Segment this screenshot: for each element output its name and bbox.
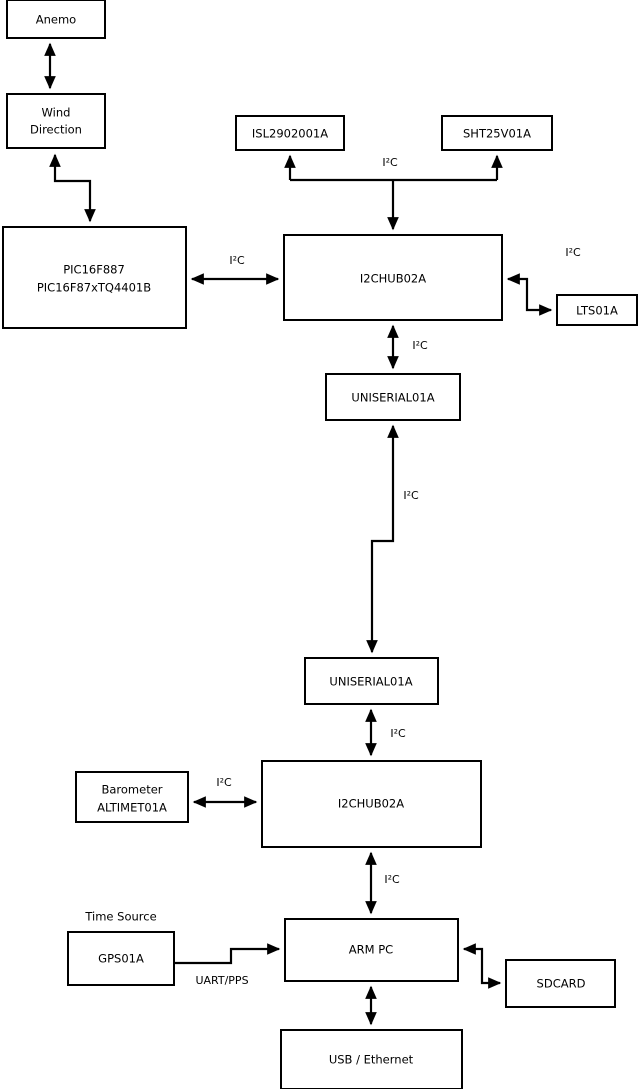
node-isl2902001a-label: ISL2902001A [252, 127, 328, 141]
node-barometer-label-line2: ALTIMET01A [97, 801, 167, 815]
node-pic16f887[interactable]: PIC16F887 PIC16F87xTQ4401B [2, 226, 187, 329]
node-wind-direction-label-line1: Wind [42, 106, 71, 120]
edge-label-i2c-uniserial-hub: I²C [390, 727, 406, 740]
edge-label-i2c-pic-hub: I²C [229, 254, 245, 267]
free-labels-layer: Time Source [84, 910, 156, 924]
node-wind-direction-label-line2: Direction [30, 123, 82, 137]
edge-label-i2c-hub-armpc: I²C [384, 873, 400, 886]
node-i2chub02a-bottom[interactable]: I2CHUB02A [261, 760, 482, 848]
edge-armpc-sdcard [462, 943, 502, 989]
edge-label-i2c-long-link: I²C [403, 489, 419, 502]
node-isl2902001a[interactable]: ISL2902001A [235, 115, 345, 151]
edge-label-i2c-lts: I²C [565, 246, 581, 259]
node-i2chub02a-bottom-label: I2CHUB02A [338, 797, 404, 811]
edge-labels-layer: I²C I²C I²C I²C I²C I²C I²C I²C UART/PPS [195, 156, 581, 987]
edge-label-i2c-sensors: I²C [382, 156, 398, 169]
node-gps01a[interactable]: GPS01A [67, 931, 175, 986]
edge-hubtop-lts [506, 273, 553, 316]
node-gps01a-label: GPS01A [98, 952, 144, 966]
node-lts01a[interactable]: LTS01A [556, 294, 638, 326]
node-sdcard[interactable]: SDCARD [505, 959, 616, 1008]
label-time-source: Time Source [84, 910, 156, 924]
node-anemo-label: Anemo [36, 13, 76, 27]
node-i2chub02a-top-label: I2CHUB02A [360, 272, 426, 286]
node-uniserial01a-bottom-label: UNISERIAL01A [329, 675, 412, 689]
node-sht25v01a-label: SHT25V01A [463, 127, 531, 141]
edge-pic-winddir [49, 153, 96, 223]
node-anemo[interactable]: Anemo [6, 0, 106, 39]
edge-uniserial-long-link [366, 424, 399, 654]
node-wind-direction[interactable]: Wind Direction [6, 93, 106, 149]
node-usb-ethernet-label: USB / Ethernet [329, 1053, 414, 1067]
edge-label-i2c-barometer: I²C [216, 776, 232, 789]
node-uniserial01a-top[interactable]: UNISERIAL01A [325, 373, 461, 421]
edge-label-uart-pps: UART/PPS [195, 974, 248, 987]
edge-label-i2c-hub-uniserial: I²C [412, 339, 428, 352]
node-pic16f887-label-line2: PIC16F87xTQ4401B [37, 281, 151, 295]
node-arm-pc-label: ARM PC [349, 943, 393, 957]
edges-layer [44, 42, 553, 1026]
node-lts01a-label: LTS01A [576, 304, 618, 318]
node-sdcard-label: SDCARD [537, 977, 586, 991]
node-barometer-altimet01a[interactable]: Barometer ALTIMET01A [75, 771, 189, 823]
node-pic16f887-label-line1: PIC16F887 [63, 263, 125, 277]
node-barometer-label-line1: Barometer [101, 783, 162, 797]
node-sht25v01a[interactable]: SHT25V01A [441, 115, 553, 151]
node-uniserial01a-top-label: UNISERIAL01A [351, 391, 434, 405]
node-uniserial01a-bottom[interactable]: UNISERIAL01A [304, 657, 439, 705]
node-arm-pc[interactable]: ARM PC [284, 918, 459, 982]
node-i2chub02a-top[interactable]: I2CHUB02A [283, 234, 503, 321]
edge-gps-armpc [174, 943, 281, 965]
node-usb-ethernet[interactable]: USB / Ethernet [280, 1029, 463, 1089]
